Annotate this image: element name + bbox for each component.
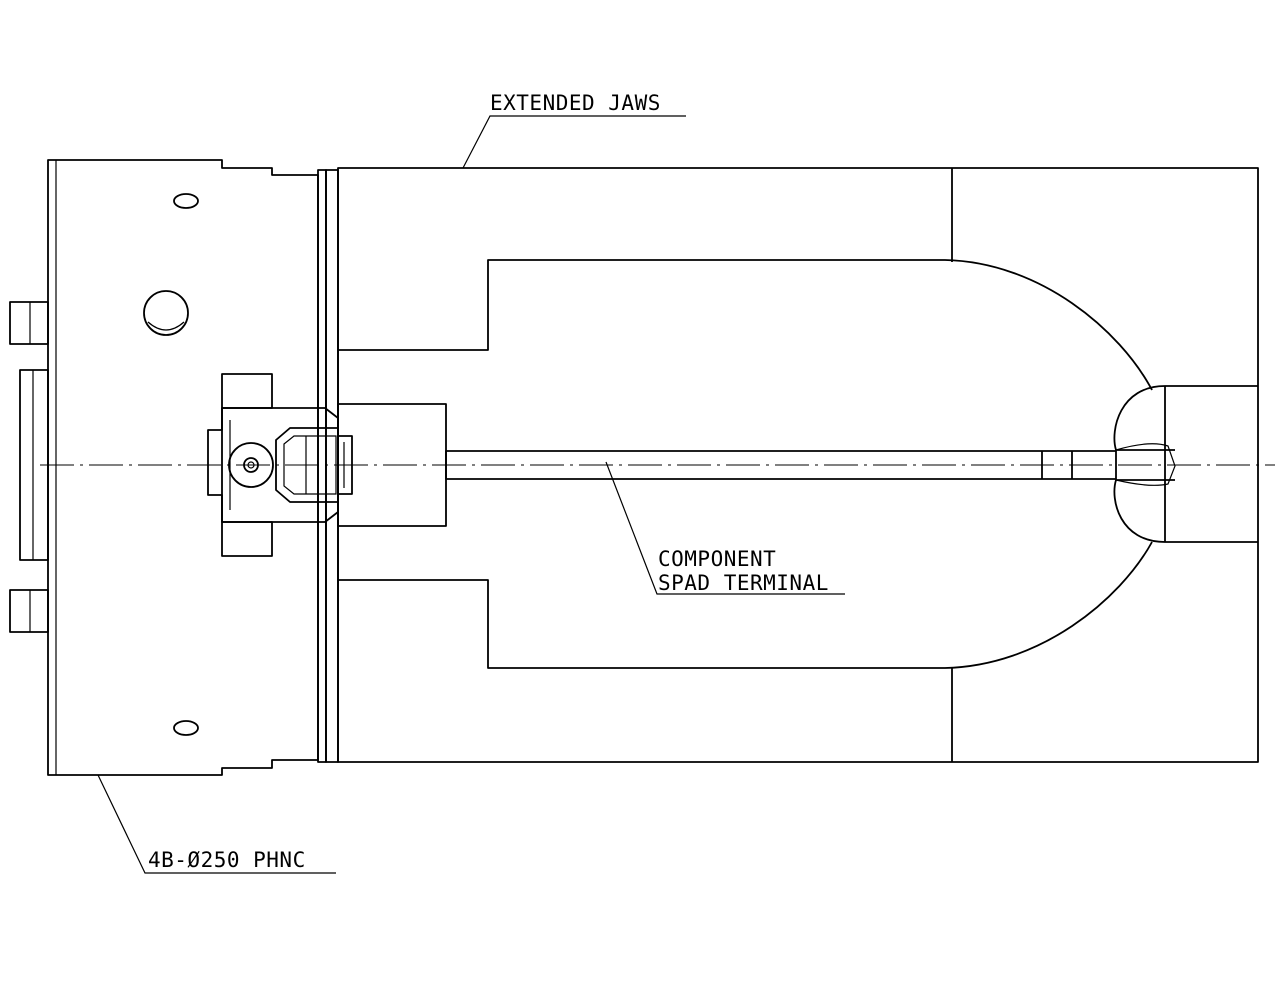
label-extended-jaws: EXTENDED JAWS [462,91,686,169]
hole-bottom [173,720,199,736]
hole-top [173,193,199,209]
center-jaw-slide [207,373,353,557]
spad-terminal [337,403,1117,527]
spad-terminal-text: SPAD TERMINAL [658,571,829,595]
label-component: COMPONENT SPAD TERMINAL [605,461,845,595]
chuck-body [9,159,339,776]
counterbore-hole [143,290,189,336]
chuck-text: 4B-Ø250 PHNC [148,848,306,872]
component-text: COMPONENT [658,547,776,571]
extended-jaws-text: EXTENDED JAWS [490,91,661,115]
label-chuck: 4B-Ø250 PHNC [97,774,336,874]
pivot-pin [228,442,274,488]
